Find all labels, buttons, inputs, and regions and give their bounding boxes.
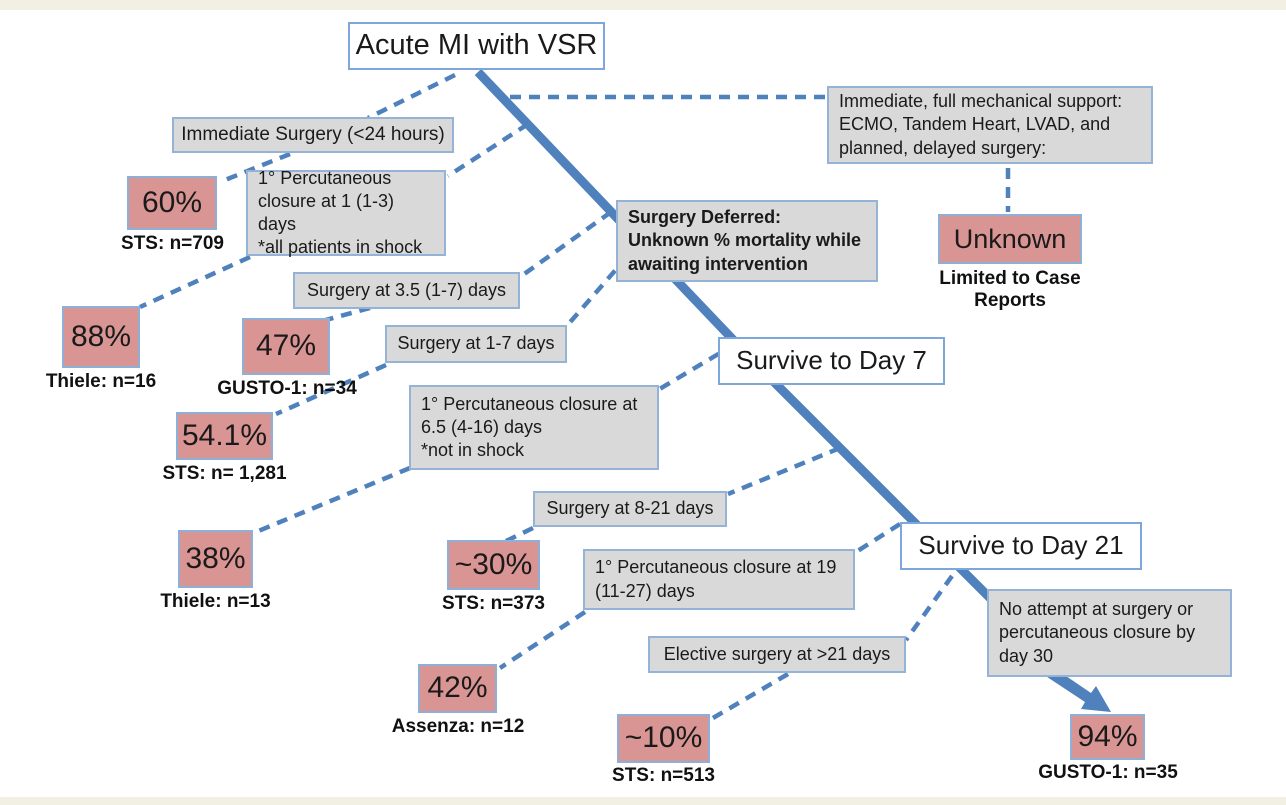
node-mortality-38: 38%: [178, 530, 253, 588]
node-label: Acute MI with VSR: [355, 29, 598, 62]
node-label: Surgery at 1-7 days: [397, 333, 555, 354]
node-mortality-54: 54.1%: [176, 412, 273, 460]
node-value: 60%: [141, 185, 203, 219]
node-label: 1° Percutaneous closure at 6.5 (4-16) da…: [421, 393, 638, 437]
node-value: 88%: [70, 319, 132, 353]
node-label: Immediate, full mechanical support: ECMO…: [839, 91, 1123, 158]
page-bottom-strip: [0, 797, 1286, 805]
node-immediate-surgery: Immediate Surgery (<24 hours): [172, 117, 454, 153]
node-label: Survive to Day 7: [736, 345, 927, 376]
node-surgery-8-21-days: Surgery at 8-21 days: [533, 491, 727, 527]
node-label: 1° Percutaneous closure at 1 (1-3) days: [258, 167, 395, 234]
node-mortality-10: ~10%: [617, 714, 710, 763]
node-mortality-88: 88%: [62, 306, 140, 368]
node-mortality-60: 60%: [127, 176, 217, 230]
node-value: 38%: [185, 541, 246, 575]
node-label: 1° Percutaneous closure at 19 (11-27) da…: [595, 557, 837, 601]
node-mechanical-support: Immediate, full mechanical support: ECMO…: [827, 86, 1153, 164]
node-value: 47%: [255, 329, 317, 363]
node-label: Surgery at 3.5 (1-7) days: [306, 279, 507, 300]
caption-42-source: Assenza: n=12: [391, 716, 525, 737]
node-value: 54.1%: [181, 418, 268, 452]
node-label: Surgery at 8-21 days: [546, 498, 714, 519]
caption-38-source: Thiele: n=13: [160, 591, 271, 612]
caption-10-source: STS: n=513: [612, 765, 715, 786]
node-survive-day-21: Survive to Day 21: [900, 522, 1142, 570]
node-mortality-47: 47%: [242, 318, 330, 375]
node-label: No attempt at surgery or percutaneous cl…: [999, 599, 1196, 666]
node-value: ~10%: [624, 721, 703, 755]
node-label: Immediate Surgery (<24 hours): [181, 123, 445, 145]
node-surgery-3-5-days: Surgery at 3.5 (1-7) days: [293, 272, 520, 309]
node-surgery-deferred: Surgery Deferred: Unknown % mortality wh…: [616, 200, 878, 282]
node-value: 94%: [1077, 719, 1138, 753]
node-value: 42%: [427, 671, 488, 705]
node-mortality-94: 94%: [1070, 714, 1145, 760]
caption-47-source: GUSTO-1: n=34: [217, 378, 357, 399]
node-no-attempt: No attempt at surgery or percutaneous cl…: [987, 589, 1232, 677]
node-note: *not in shock: [421, 440, 525, 461]
caption-30-source: STS: n=373: [442, 593, 545, 614]
caption-54-source: STS: n= 1,281: [162, 463, 287, 484]
node-survive-day-7: Survive to Day 7: [718, 337, 945, 385]
node-surgery-1-7-days: Surgery at 1-7 days: [385, 325, 567, 363]
caption-unknown-source: Limited to Case Reports: [939, 268, 1081, 311]
node-acute-mi-vsr: Acute MI with VSR: [348, 22, 605, 70]
node-label: Elective surgery at >21 days: [663, 643, 891, 664]
caption-60-source: STS: n=709: [121, 233, 224, 254]
node-label: Survive to Day 21: [918, 530, 1124, 561]
node-mortality-42: 42%: [418, 664, 497, 713]
node-elective-surgery: Elective surgery at >21 days: [648, 636, 906, 673]
caption-88-source: Thiele: n=16: [45, 371, 157, 392]
node-unknown-mortality: Unknown: [938, 214, 1082, 264]
node-label: Surgery Deferred: Unknown % mortality wh…: [628, 207, 862, 274]
node-percutaneous-19-days: 1° Percutaneous closure at 19 (11-27) da…: [583, 549, 855, 610]
node-value: Unknown: [953, 223, 1067, 254]
node-mortality-30: ~30%: [447, 540, 540, 590]
caption-94-source: GUSTO-1: n=35: [1038, 762, 1178, 783]
page-top-strip: [0, 0, 1286, 10]
node-note: *all patients in shock: [258, 237, 423, 258]
node-percutaneous-6-5-days: 1° Percutaneous closure at 6.5 (4-16) da…: [409, 385, 659, 470]
node-value: ~30%: [454, 547, 533, 581]
node-percutaneous-1-3-days: 1° Percutaneous closure at 1 (1-3) days …: [246, 167, 446, 258]
